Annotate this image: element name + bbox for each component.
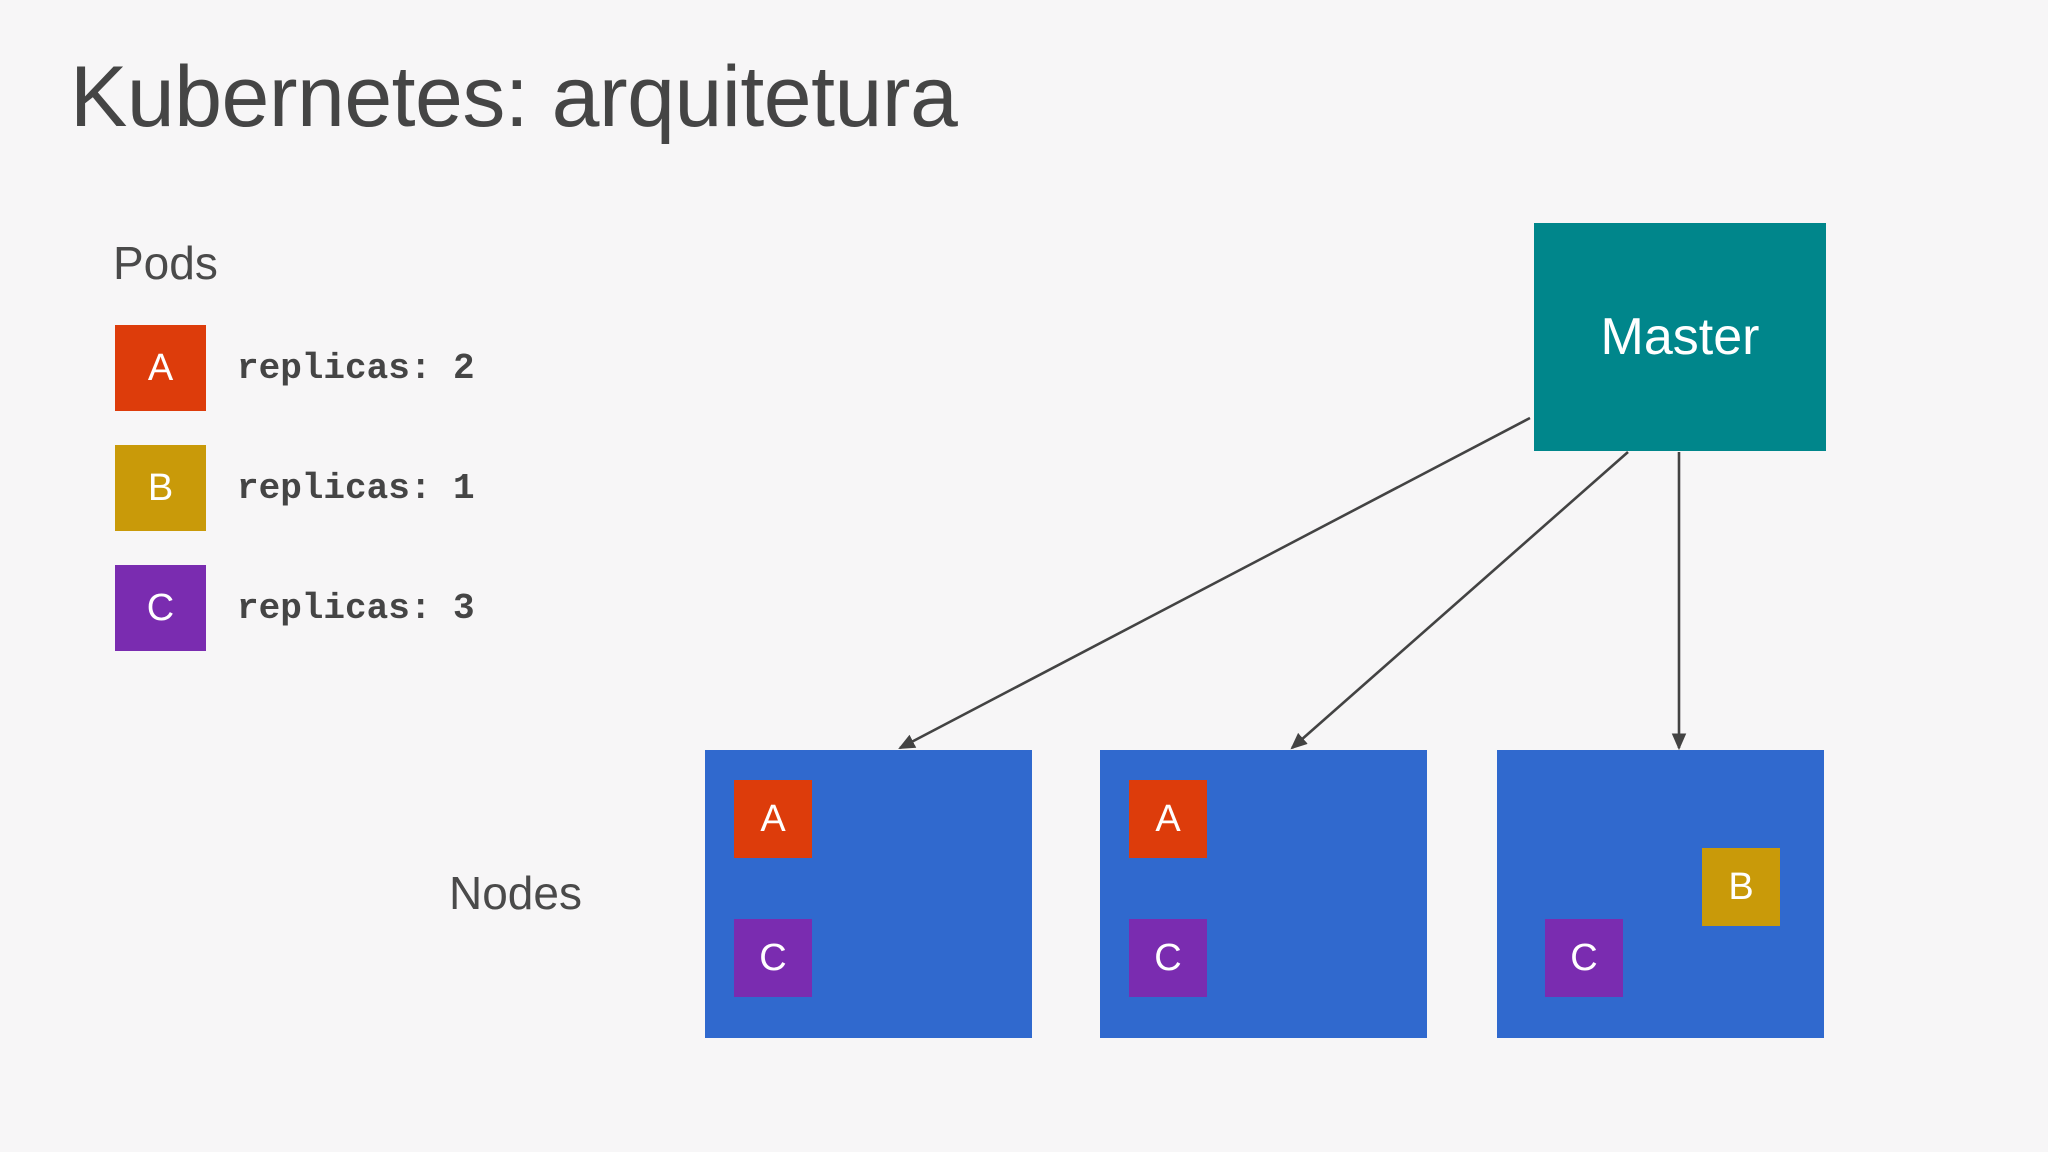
nodes-section-label: Nodes xyxy=(449,867,582,919)
pod-c-in-node-3: C xyxy=(1545,919,1623,997)
pod-a-in-node-2: A xyxy=(1129,780,1207,858)
master-node-box: Master xyxy=(1534,223,1826,451)
pods-legend-heading: Pods xyxy=(113,237,218,289)
pod-c-in-node-1: C xyxy=(734,919,812,997)
arrow-master-to-node-1 xyxy=(898,416,1531,750)
pod-b-in-node-3: B xyxy=(1702,848,1780,926)
pod-replicas-b: replicas: 1 xyxy=(237,467,475,509)
pod-swatch-c: C xyxy=(115,565,206,651)
pod-swatch-a: A xyxy=(115,325,206,411)
pod-replicas-c: replicas: 3 xyxy=(237,587,475,629)
pod-c-in-node-2: C xyxy=(1129,919,1207,997)
pod-replicas-a: replicas: 2 xyxy=(237,347,475,389)
pod-swatch-b: B xyxy=(115,445,206,531)
page-title: Kubernetes: arquitetura xyxy=(70,49,958,145)
pod-a-in-node-1: A xyxy=(734,780,812,858)
arrow-master-to-node-2 xyxy=(1290,451,1629,750)
